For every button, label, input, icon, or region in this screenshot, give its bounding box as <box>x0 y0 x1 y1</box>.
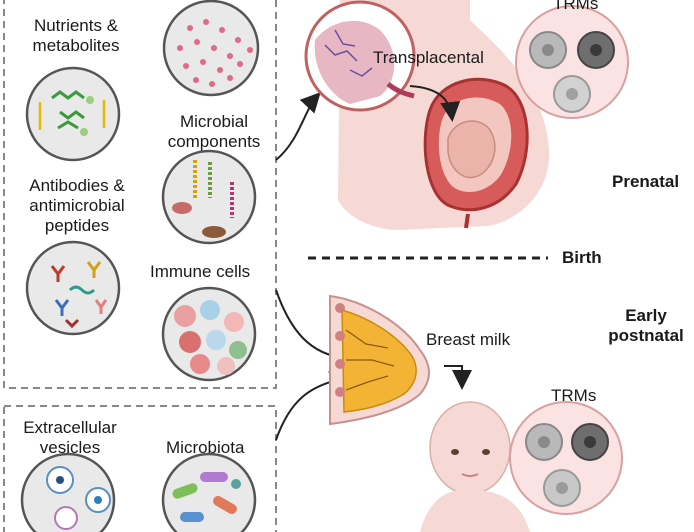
nutrients-label: Nutrients & metabolites <box>22 16 130 56</box>
transplacental-label: Transplacental <box>373 48 484 67</box>
breast-illustration <box>329 294 430 426</box>
antibodies-label-line3: peptides <box>44 216 110 235</box>
microbial-label-line2: components <box>167 132 261 151</box>
nutrients-label-line2: metabolites <box>32 36 120 55</box>
prenatal-label: Prenatal <box>612 172 680 191</box>
microbial-label-line1: Microbial <box>179 112 249 131</box>
immune-cells-circle <box>161 286 257 382</box>
early-postnatal-line1: Early <box>625 306 667 325</box>
microbial-label: Microbial components <box>158 112 270 152</box>
vesicles-label-line2: vesicles <box>39 438 101 457</box>
antibodies-label-line1: Antibodies & <box>29 176 125 195</box>
infant-illustration <box>420 401 530 532</box>
placenta-to-fetus-arrow <box>409 85 461 122</box>
milk-to-infant-arrow <box>444 365 472 390</box>
early-postnatal-line2: postnatal <box>608 326 684 345</box>
early-postnatal-label: Early postnatal <box>598 306 694 346</box>
trms-top-label: TRMs <box>553 0 599 13</box>
antibodies-circle <box>25 240 121 336</box>
antibodies-label: Antibodies & antimicrobial peptides <box>18 176 136 236</box>
vesicles-label-line1: Extracellular <box>23 418 117 437</box>
antibodies-label-line2: antimicrobial <box>29 196 125 215</box>
microbiota-circle <box>161 452 257 532</box>
nutrients-circle <box>25 66 121 162</box>
breast-milk-label: Breast milk <box>426 330 511 349</box>
vesicles-circle <box>20 452 116 532</box>
lower-factor-panel <box>3 405 277 532</box>
nutrients-label-line1: Nutrients & <box>33 16 119 35</box>
trms-top-bubble <box>515 5 629 119</box>
upper-factor-panel <box>3 0 277 389</box>
microbiota-label: Microbiota <box>166 438 245 457</box>
placenta-magnified-circle <box>304 0 416 112</box>
vesicles-label: Extracellular vesicles <box>18 418 122 458</box>
immune-cells-label: Immune cells <box>150 262 251 281</box>
trms-bottom-label: TRMs <box>551 386 597 405</box>
molecules-circle <box>162 0 260 97</box>
microbial-components-circle <box>161 149 257 245</box>
trms-bottom-bubble <box>509 401 623 515</box>
panel-to-placenta-arrow <box>275 92 321 161</box>
birth-label: Birth <box>562 248 602 267</box>
